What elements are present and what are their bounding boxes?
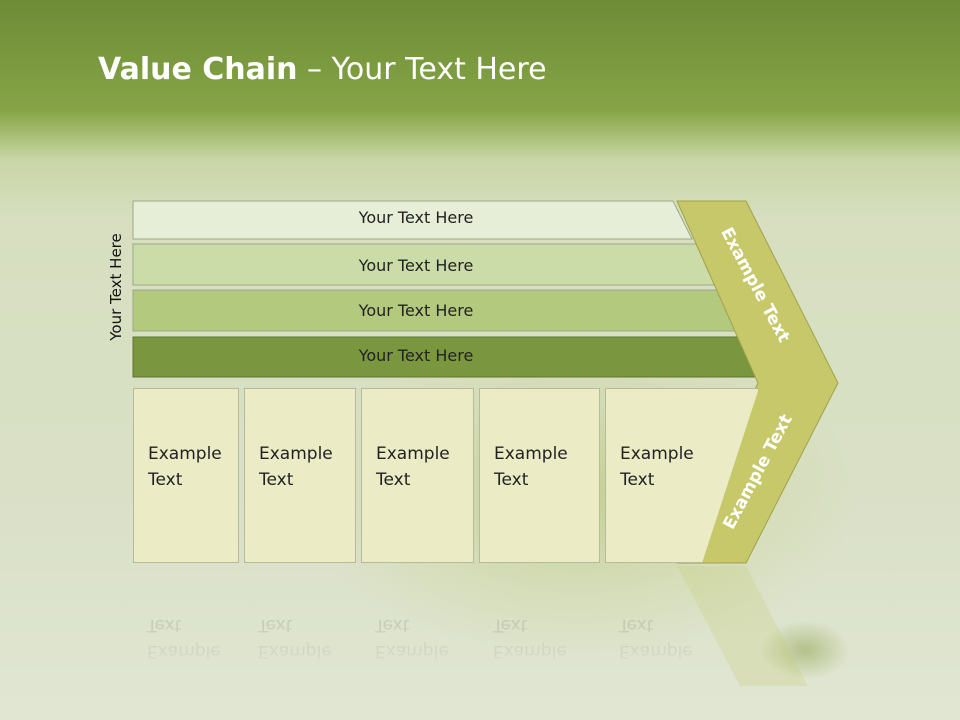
- band-2-label: Your Text Here: [358, 256, 474, 275]
- slide-title-rest: – Your Text Here: [297, 52, 547, 87]
- activity-box-4: Example Text: [479, 388, 600, 563]
- chevron-reflection: [677, 566, 808, 686]
- band-3-label: Your Text Here: [358, 301, 474, 320]
- background-decoration: [760, 620, 850, 680]
- activity-box-3: Example Text: [361, 388, 474, 563]
- band-4-label: Your Text Here: [358, 346, 474, 365]
- slide-title: Value Chain – Your Text Here: [98, 52, 547, 87]
- band-1-shape: [132, 200, 693, 240]
- activity-box-1: Example Text: [133, 388, 239, 563]
- chevron-reflection-shape: [677, 566, 808, 686]
- chevron-arrow: [676, 200, 839, 564]
- activity-box-1-label: Example Text: [148, 444, 222, 490]
- activity-box-3-label: Example Text: [376, 444, 450, 490]
- slide-title-bold: Value Chain: [98, 52, 298, 87]
- activity-box-5-label: Example Text: [620, 444, 694, 490]
- activity-box-2: Example Text: [244, 388, 356, 563]
- activity-box-2-label: Example Text: [259, 444, 333, 490]
- band-1-label: Your Text Here: [358, 208, 474, 227]
- activity-box-4-label: Example Text: [494, 444, 568, 490]
